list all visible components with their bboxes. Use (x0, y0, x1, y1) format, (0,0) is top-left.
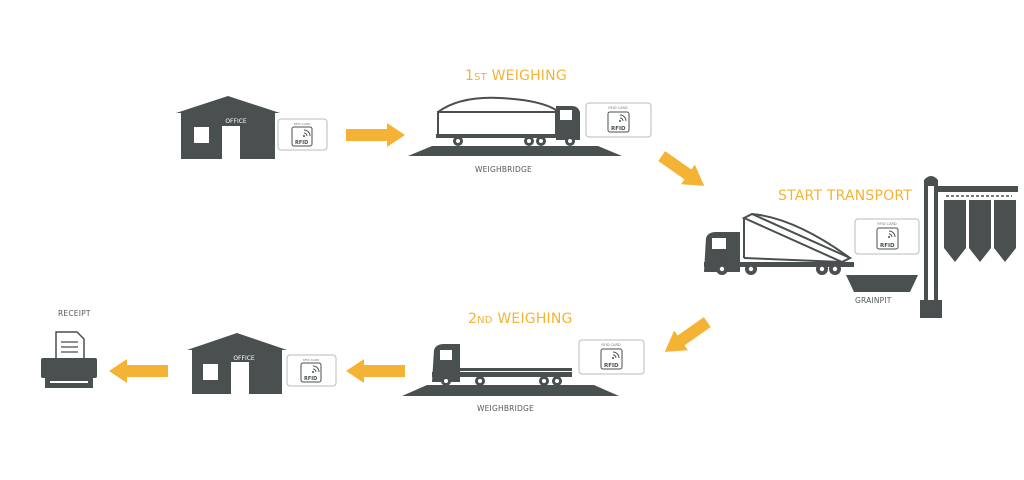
svg-text:RFID CARD: RFID CARD (294, 122, 311, 126)
receipt-printer (41, 331, 97, 388)
tipping-truck (704, 212, 854, 275)
office-building-top: OFFICE (176, 96, 280, 159)
grainpit (846, 275, 918, 292)
svg-text:RFID CARD: RFID CARD (601, 343, 621, 347)
office-building-bottom: OFFICE (187, 333, 287, 394)
arrow-to-receipt (109, 359, 168, 383)
weighbridge-label-top: WEIGHBRIDGE (475, 165, 532, 174)
svg-text:RFID CARD: RFID CARD (303, 358, 320, 362)
arrow-to-office-bottom (346, 359, 405, 383)
svg-text:RFID: RFID (880, 243, 895, 249)
svg-text:RFID: RFID (304, 376, 317, 382)
grain-elevator-and-silos (920, 176, 1018, 318)
start-transport-title: START TRANSPORT (778, 188, 913, 204)
svg-text:RFID: RFID (611, 126, 626, 132)
loaded-truck-top (436, 96, 580, 146)
rfid-card-office-bottom: RFID CARD RFID (286, 354, 337, 387)
svg-text:RFID CARD: RFID CARD (877, 222, 897, 226)
arrow-to-start-transport (658, 151, 705, 186)
second-weighing-title: 2ND WEIGHING (468, 311, 573, 327)
svg-text:RFID CARD: RFID CARD (608, 106, 628, 110)
receipt-label: RECEIPT (58, 309, 91, 318)
office-sign-top: OFFICE (225, 118, 247, 125)
weighbridge-bottom (402, 385, 619, 396)
grainpit-label: GRAINPIT (855, 296, 892, 305)
svg-text:RFID: RFID (604, 363, 619, 369)
arrow-to-first-weighing (346, 123, 405, 147)
first-weighing-title: 1ST WEIGHING (465, 68, 567, 84)
arrow-to-second-weighing (664, 317, 711, 352)
weighbridge-top (408, 146, 622, 156)
office-sign-bottom: OFFICE (233, 355, 255, 362)
rfid-card-first-weighing: RFID CARD RFID (585, 102, 652, 138)
rfid-card-second-weighing: RFID CARD RFID (578, 339, 645, 375)
weighbridge-label-bottom: WEIGHBRIDGE (477, 404, 534, 413)
svg-text:RFID: RFID (295, 140, 308, 146)
rfid-card-start-transport: RFID CARD RFID (854, 218, 920, 255)
rfid-card-office-top: RFID CARD RFID (277, 118, 328, 151)
empty-truck-bottom (432, 344, 572, 386)
